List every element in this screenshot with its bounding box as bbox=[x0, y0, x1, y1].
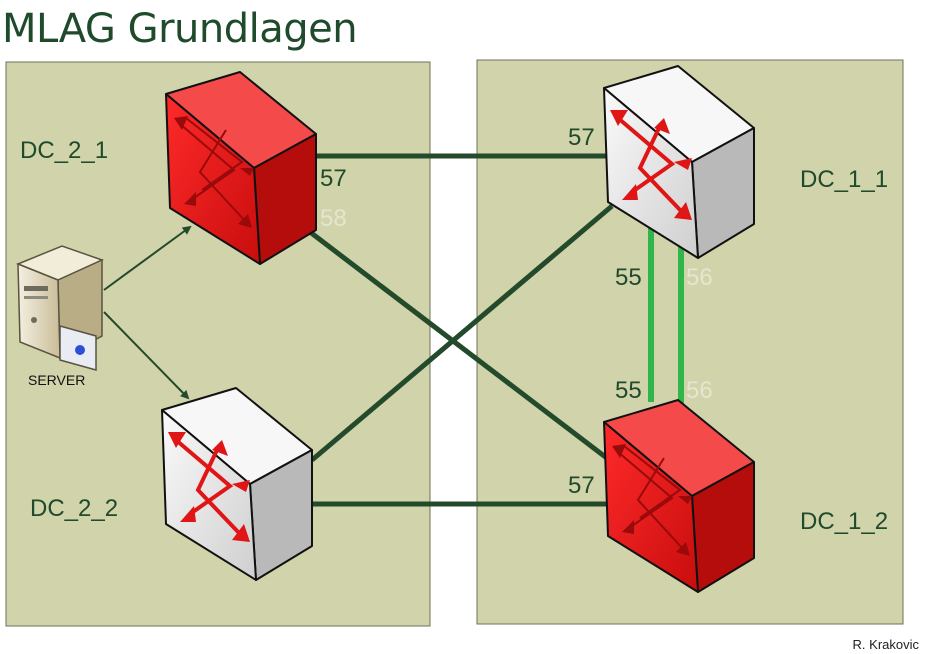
label-dc-2-1: DC_2_1 bbox=[20, 137, 108, 164]
page-title: MLAG Grundlagen bbox=[2, 6, 358, 52]
port-dc21-57: 57 bbox=[320, 165, 347, 192]
author-credit: R. Krakovic bbox=[852, 637, 919, 652]
port-dc11-57: 57 bbox=[568, 124, 595, 151]
port-dc11-55: 55 bbox=[615, 264, 642, 291]
port-dc12-56: 56 bbox=[686, 377, 713, 404]
server-icon bbox=[16, 245, 105, 371]
link-server-dc21 bbox=[103, 225, 192, 291]
link-dc21-dc12 bbox=[308, 230, 614, 464]
port-dc21-58: 58 bbox=[320, 205, 347, 232]
port-dc12-57: 57 bbox=[568, 472, 595, 499]
link-server-dc22 bbox=[103, 311, 190, 400]
server-label: SERVER bbox=[28, 372, 85, 388]
label-dc-2-2: DC_2_2 bbox=[30, 495, 118, 522]
port-dc11-56: 56 bbox=[686, 264, 713, 291]
link-dc22-dc11 bbox=[310, 204, 614, 462]
port-dc12-55: 55 bbox=[615, 377, 642, 404]
label-dc-1-1: DC_1_1 bbox=[800, 166, 888, 193]
label-dc-1-2: DC_1_2 bbox=[800, 508, 888, 535]
